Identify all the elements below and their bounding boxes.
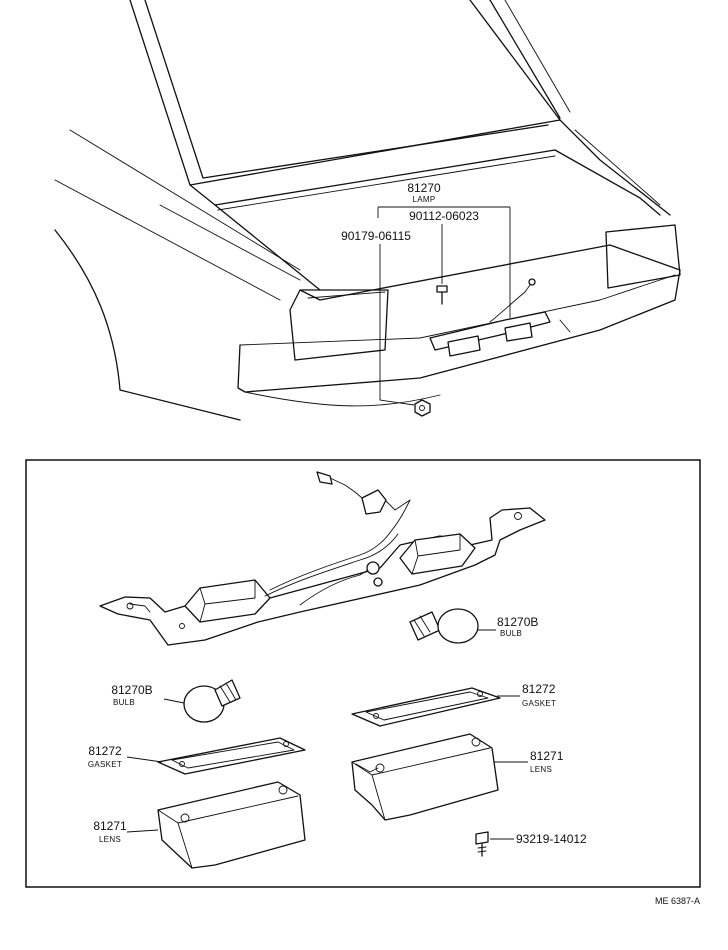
- screw-icon: [436, 285, 448, 305]
- lens-icon: [157, 781, 306, 869]
- gasket-icon: [157, 737, 306, 775]
- bulb-icon: [183, 679, 241, 723]
- exploded-view-frame: [25, 459, 701, 888]
- lens-icon: [351, 733, 499, 821]
- callout-gasket-right-label: GASKET: [522, 699, 556, 708]
- callout-lens-right-label: LENS: [530, 765, 552, 774]
- callout-bulb-left-label: BULB: [113, 698, 135, 707]
- callout-lens-left-label: LENS: [99, 835, 121, 844]
- bulb-icon: [409, 608, 479, 644]
- lamp-bracket-assembly: [99, 471, 546, 646]
- bottom-callout-leaders: [126, 629, 528, 840]
- lens-screw-icon: [475, 831, 489, 857]
- callout-screw-number: 90112-06023: [409, 209, 479, 223]
- callout-lens-left-number: 81271: [93, 819, 127, 833]
- callout-gasket-right-number: 81272: [522, 682, 556, 696]
- gasket-icon: [351, 687, 501, 727]
- callout-gasket-left-label: GASKET: [88, 760, 122, 769]
- callout-lens-screw-number: 93219-14012: [516, 832, 587, 846]
- car-rear-illustration: [54, 0, 681, 421]
- callout-lamp-number: 81270: [407, 181, 441, 195]
- callout-gasket-left-number: 81272: [88, 744, 122, 758]
- callout-bulb-right-label: BULB: [500, 629, 522, 638]
- mounted-lamp-assembly: [429, 278, 551, 357]
- callout-lens-right-number: 81271: [530, 749, 564, 763]
- diagram-reference-code: ME 6387-A: [655, 896, 700, 906]
- callout-nut-number: 90179-06115: [341, 229, 411, 243]
- top-callout-leaders: [377, 206, 511, 406]
- callout-bulb-right-number: 81270B: [497, 615, 538, 629]
- callout-bulb-left-number: 81270B: [111, 683, 152, 697]
- callout-lamp-label: LAMP: [413, 195, 436, 204]
- nut-icon: [414, 399, 431, 417]
